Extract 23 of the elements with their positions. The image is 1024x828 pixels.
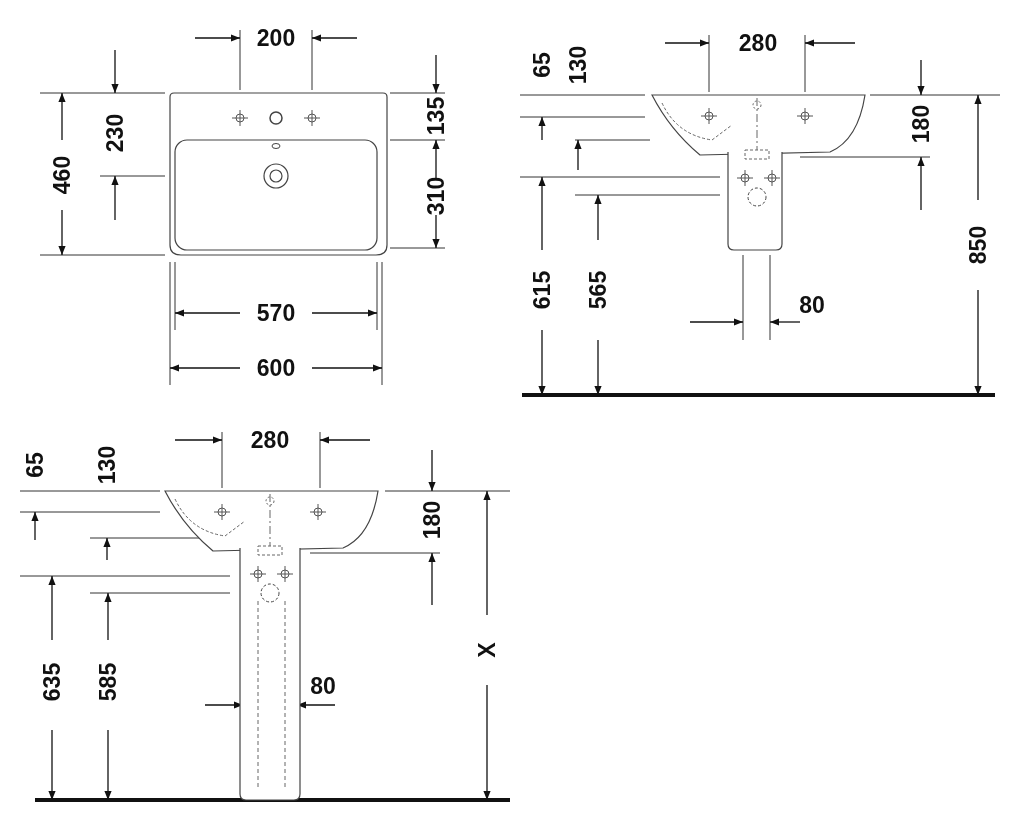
dimension-label: 130: [566, 45, 590, 85]
dimension-label: 850: [966, 225, 990, 265]
dimension-label: 565: [586, 270, 610, 310]
dimension-label: 80: [799, 293, 825, 317]
dimension-label: 310: [424, 176, 448, 216]
dimension-label: 230: [103, 113, 127, 153]
dimension-label: 130: [95, 445, 119, 485]
dimension-label: 280: [250, 428, 290, 452]
dimension-label: 180: [909, 104, 933, 144]
dimension-label: 80: [310, 674, 336, 698]
dimension-label: 65: [23, 452, 47, 478]
dimension-label: 585: [96, 662, 120, 702]
dimension-label: 65: [530, 52, 554, 78]
dimension-label: 615: [530, 270, 554, 310]
dimension-label: 600: [256, 356, 296, 380]
dimension-label: X: [475, 642, 499, 658]
dimension-label: 200: [256, 26, 296, 50]
dimension-label: 635: [40, 662, 64, 702]
dimension-label: 460: [50, 155, 74, 195]
dimension-label: 570: [256, 301, 296, 325]
dimension-label: 180: [420, 500, 444, 540]
dimension-label: 280: [738, 31, 778, 55]
dimension-label: 135: [424, 96, 448, 136]
